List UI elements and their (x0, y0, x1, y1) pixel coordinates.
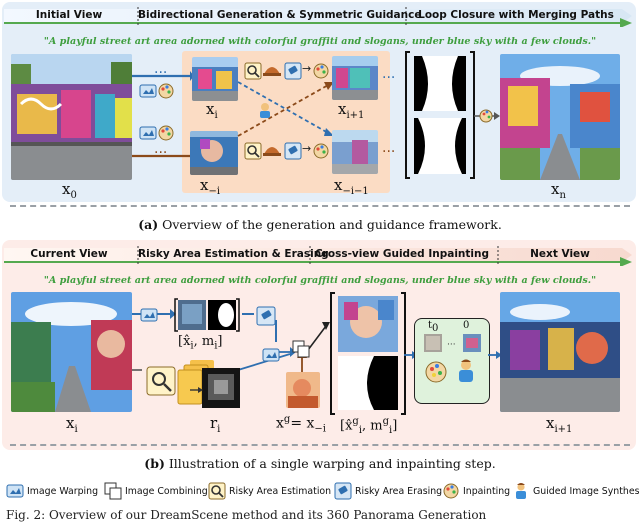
caption-a: (a) Overview of the generation and guida… (138, 217, 502, 232)
stage-risky-area: Risky Area Estimation & Erasing (138, 248, 329, 260)
label-warped-pair: [x̂i, mi] (178, 334, 223, 352)
view-x-minus-i-image (190, 131, 238, 175)
risky-area-estimation-icon (146, 366, 176, 396)
dots-bottom-right: ··· (382, 144, 396, 160)
inpainting-icon (158, 83, 174, 99)
stage-current-view: Current View (30, 248, 108, 260)
image-warping-icon (262, 348, 280, 362)
label-guided-pair: [x̂gi, mgi] (340, 416, 398, 436)
final-view-image (500, 54, 620, 180)
risky-area-erasing-icon (334, 482, 352, 500)
inpainting-icon (479, 109, 493, 123)
image-warping-icon (139, 126, 157, 140)
label-x0: x0 (62, 180, 77, 201)
risky-area-erasing-icon (256, 306, 276, 326)
hat-icon (263, 147, 281, 156)
risky-area-estimation-icon (244, 142, 262, 160)
legend-item-image-combining: Image Combining (104, 482, 208, 500)
panel-b-stage-arrow (4, 246, 632, 266)
inpainting-icon (158, 125, 174, 141)
label-xg: xg= x−i (276, 414, 326, 435)
inpainting-icon (313, 63, 329, 79)
arrow-glyph: → (302, 62, 312, 75)
inpainting-icon (425, 361, 447, 383)
view-x-minus-i-minus-1-image (332, 130, 378, 174)
guided-image-synthesis-icon (516, 483, 526, 499)
cross-guidance-arrows (237, 81, 334, 137)
guided-image-synthesis-icon (260, 103, 270, 118)
panel-b-prompt: "A playful street art area adorned with … (43, 275, 597, 286)
stage-loop-closure: Loop Closure with Merging Paths (418, 9, 614, 21)
legend-item-inpainting: Inpainting (442, 482, 510, 500)
label-xi-plus-1: xi+1 (338, 100, 365, 121)
label-zero: 0 (463, 320, 470, 331)
merge-masks (405, 51, 475, 179)
image-combining-icon (104, 482, 122, 500)
guided-image-synthesis-icon (459, 359, 473, 382)
current-view-image (11, 292, 132, 412)
divider-b (10, 444, 630, 446)
dots-top: ··· (154, 65, 168, 81)
view-xi-plus-1-image (332, 56, 378, 100)
label-x-minus-i-minus-1: x−i−1 (334, 176, 369, 197)
guided-inpainting-box (414, 318, 490, 404)
stage-next-view: Next View (530, 248, 590, 260)
legend-item-guided-image-synthesis: Guided Image Synthesis (512, 482, 640, 500)
image-warping-icon (139, 84, 157, 98)
label-x-minus-i: x−i (200, 176, 221, 197)
legend-item-risky-area-estimation: Risky Area Estimation (208, 482, 331, 500)
image-combining-icon (292, 340, 310, 358)
inpainting-icon (313, 143, 329, 159)
denoising-steps: ··· (424, 334, 481, 352)
risky-area-erasing-icon (284, 62, 302, 80)
dots-top-right: ··· (382, 70, 396, 86)
hat-icon (263, 67, 281, 76)
next-view-image (500, 292, 620, 412)
view-xi-image (192, 57, 238, 101)
risk-map-image (202, 368, 240, 408)
legend-item-risky-area-erasing: Risky Area Erasing (334, 482, 442, 500)
label-ri: ri (210, 414, 221, 435)
svg-text:···: ··· (447, 340, 456, 350)
arrow-to-risk-map (190, 387, 203, 393)
guidance-image (286, 372, 320, 408)
label-t0: t0 (428, 320, 439, 334)
image-warping-icon (140, 308, 158, 322)
arrow-glyph: → (302, 142, 312, 155)
label-xn: xn (551, 180, 566, 201)
legend: Image Warping Image Combining Risky Area… (0, 480, 640, 502)
arrow-to-next-view (488, 351, 502, 359)
stage-bidirectional-generation: Bidirectional Generation & Symmetric Gui… (138, 9, 422, 21)
label-b-xi: xi (66, 414, 78, 435)
panel-a-prompt: "A playful street art area adorned with … (43, 36, 597, 47)
dots-bottom: ··· (154, 145, 168, 161)
divider-a (10, 205, 630, 207)
risky-area-estimation-icon (208, 482, 226, 500)
stage-cross-view-inpainting: Cross-view Guided Inpainting (314, 248, 490, 260)
label-next-xi-plus-1: xi+1 (546, 414, 573, 435)
caption-b: (b) Illustration of a single warping and… (144, 456, 496, 471)
stage-initial-view: Initial View (35, 9, 103, 21)
inpainting-icon (443, 483, 459, 499)
legend-item-image-warping: Image Warping (6, 482, 98, 500)
figure-caption-cutoff: Fig. 2: Overview of our DreamScene metho… (6, 508, 487, 522)
initial-view-image (11, 54, 132, 180)
panel-a-stage-arrow (4, 7, 632, 27)
risky-area-erasing-icon (284, 142, 302, 160)
warped-image-and-mask (174, 298, 240, 332)
guided-image-and-mask (330, 292, 406, 415)
label-xi: xi (206, 100, 218, 121)
image-warping-icon (6, 484, 24, 498)
risky-area-estimation-icon (244, 62, 262, 80)
